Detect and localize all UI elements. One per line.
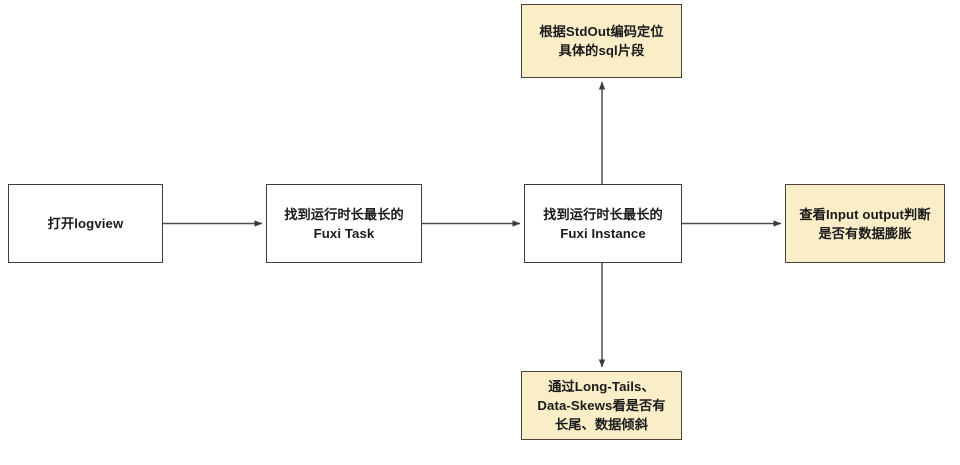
node-long-tails-label: 通过Long-Tails、 Data-Skews看是否有 长尾、数据倾斜 bbox=[537, 379, 666, 432]
node-input-output[interactable]: 查看Input output判断 是否有数据膨胀 bbox=[785, 184, 945, 263]
node-open-logview[interactable]: 打开logview bbox=[8, 184, 163, 263]
node-fuxi-task-label: 找到运行时长最长的 Fuxi Task bbox=[284, 206, 404, 241]
node-fuxi-instance-label: 找到运行时长最长的 Fuxi Instance bbox=[543, 206, 663, 241]
node-fuxi-instance[interactable]: 找到运行时长最长的 Fuxi Instance bbox=[524, 184, 682, 263]
node-input-output-label: 查看Input output判断 是否有数据膨胀 bbox=[799, 206, 931, 241]
node-long-tails[interactable]: 通过Long-Tails、 Data-Skews看是否有 长尾、数据倾斜 bbox=[521, 371, 682, 440]
node-open-logview-label: 打开logview bbox=[47, 216, 124, 231]
node-stdout-sql[interactable]: 根据StdOut编码定位 具体的sql片段 bbox=[521, 4, 682, 78]
node-stdout-sql-label: 根据StdOut编码定位 具体的sql片段 bbox=[539, 24, 664, 58]
node-fuxi-task[interactable]: 找到运行时长最长的 Fuxi Task bbox=[266, 184, 422, 263]
